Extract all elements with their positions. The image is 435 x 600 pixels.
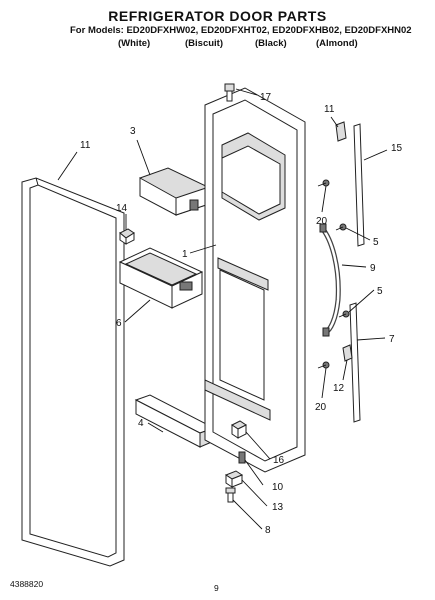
hinge-bracket <box>224 470 244 488</box>
screw-5-upper <box>335 223 347 231</box>
clip-part <box>119 228 135 245</box>
upper-hinge-cap <box>335 121 347 142</box>
leader-16 <box>241 479 268 507</box>
leader-10 <box>244 459 264 486</box>
hinge-screw <box>225 487 236 503</box>
lower-trim-strip <box>349 302 361 423</box>
callout-20-top: 20 <box>316 216 328 227</box>
leader-5-top <box>345 227 371 241</box>
door-handle <box>319 223 341 337</box>
callout-5-lower: 5 <box>377 286 383 297</box>
screw-5-lower <box>338 310 350 318</box>
callout-4: 4 <box>138 418 144 429</box>
leader-1 <box>189 244 217 254</box>
callout-5-top: 5 <box>373 237 379 248</box>
leader-11-lower <box>342 359 348 381</box>
callout-14: 16 <box>273 455 285 466</box>
callout-16: 13 <box>272 502 284 513</box>
callout-7: 7 <box>389 334 395 345</box>
leader-9 <box>341 264 367 268</box>
callout-6: 6 <box>116 318 122 329</box>
dairy-door <box>139 167 211 216</box>
door-shelf-bin <box>118 247 204 309</box>
door-liner <box>204 87 306 473</box>
leader-4 <box>147 422 164 433</box>
variant-white: (White) <box>118 38 151 49</box>
callout-9: 9 <box>370 263 376 274</box>
leader-15 <box>232 499 263 530</box>
leader-20-lower <box>321 367 327 399</box>
callout-12: 14 <box>116 203 128 214</box>
door-gasket <box>21 177 125 567</box>
lower-hinge-cap <box>342 344 353 362</box>
leader-13 <box>363 149 388 161</box>
leader-17 <box>235 88 258 96</box>
variant-black: (Black) <box>255 38 287 49</box>
leader-8 <box>57 151 78 181</box>
callout-17: 17 <box>260 92 272 103</box>
hinge-spacer <box>238 451 246 464</box>
leader-14 <box>245 431 271 460</box>
models-line: For Models: ED20DFXHW02, ED20DFXHT02, ED… <box>70 25 412 36</box>
leader-20-top <box>321 185 327 213</box>
upper-trim-strip <box>353 123 365 247</box>
leader-6 <box>124 299 151 323</box>
screw-20-lower <box>317 361 330 369</box>
part-number: 4388820 <box>10 579 44 589</box>
page-number: 9 <box>214 583 219 593</box>
callout-1: 1 <box>182 249 188 260</box>
callout-11-lower: 12 <box>333 383 345 394</box>
callout-10: 10 <box>272 482 284 493</box>
screw-top <box>224 83 235 102</box>
leader-7 <box>356 337 386 341</box>
leader-5-lower <box>348 289 375 313</box>
callout-15: 8 <box>265 525 271 536</box>
callout-3: 3 <box>130 126 136 137</box>
callout-11-top: 11 <box>324 104 335 115</box>
hinge-bushing <box>231 420 247 439</box>
callout-20-lower: 20 <box>315 402 327 413</box>
variant-biscuit: (Biscuit) <box>185 38 223 49</box>
leader-11-top <box>330 116 339 128</box>
callout-8: 11 <box>80 140 91 151</box>
callout-13: 15 <box>391 143 403 154</box>
bottom-shelf-bar <box>134 394 216 448</box>
leader-3 <box>136 139 151 176</box>
screw-20-upper <box>317 179 330 187</box>
diagram-title: REFRIGERATOR DOOR PARTS <box>108 8 327 24</box>
variant-almond: (Almond) <box>316 38 358 49</box>
